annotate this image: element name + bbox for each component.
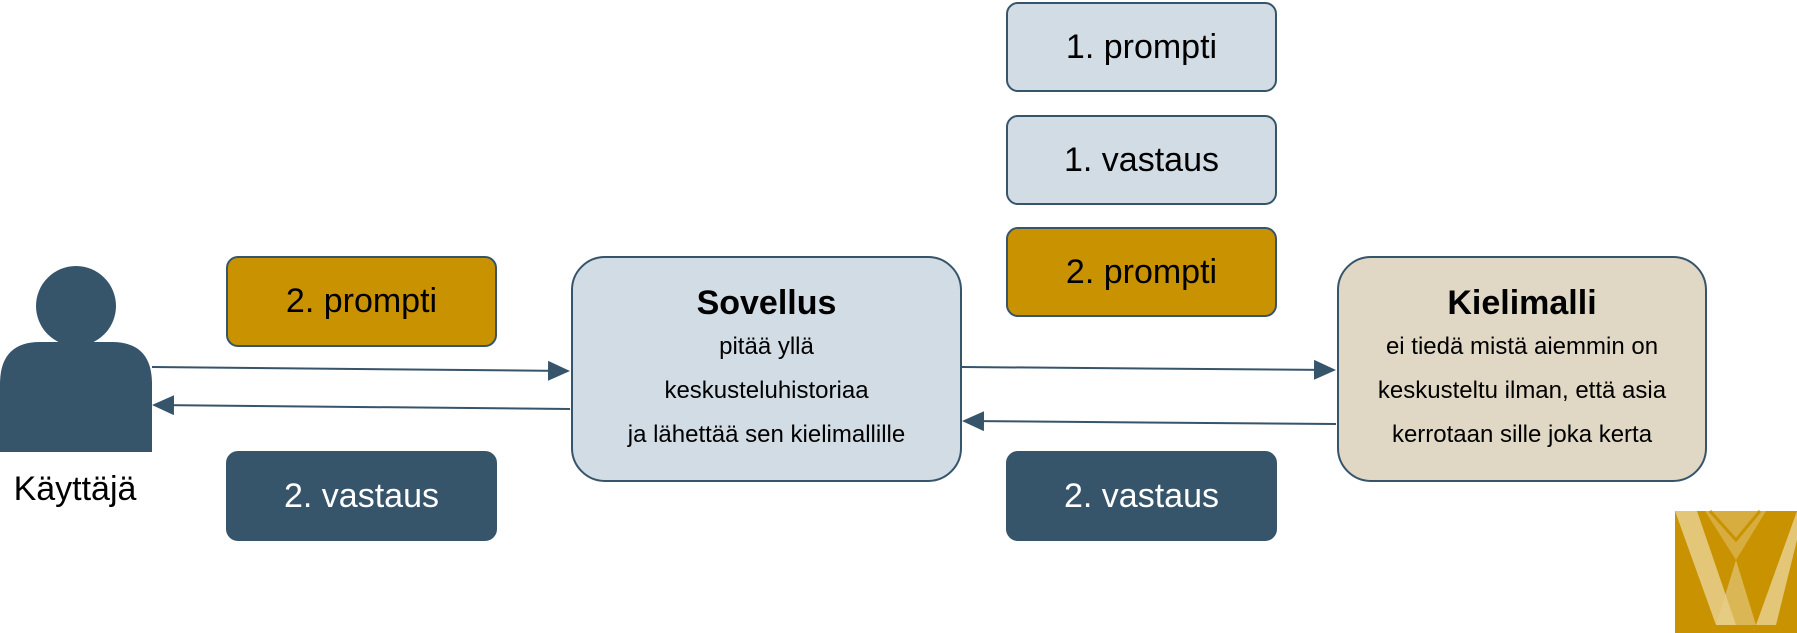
app-node: Sovellus pitää yllä keskusteluhistoriaa … — [571, 256, 962, 482]
app-line: ja lähettää sen kielimallille — [627, 421, 906, 448]
model-title: Kielimalli — [1447, 284, 1597, 322]
left-prompt-chip: 2. prompti — [226, 256, 497, 347]
app-line: pitää yllä — [719, 333, 814, 360]
person-icon — [0, 266, 152, 452]
history-prompt2-chip: 2. prompti — [1006, 227, 1277, 317]
w-logo-icon — [1675, 509, 1797, 633]
app-title: Sovellus — [696, 284, 837, 322]
arrow-user-to-app — [151, 360, 570, 381]
arrow-app-to-model — [961, 359, 1336, 380]
left-response-label: 2. vastaus — [284, 476, 439, 515]
left-prompt-label: 2. prompti — [285, 282, 438, 320]
left-response-chip: 2. vastaus — [226, 451, 497, 541]
model-line: keskusteltu ilman, että asia — [1377, 377, 1667, 404]
model-node: Kielimalli ei tiedä mistä aiemmin on kes… — [1337, 256, 1707, 482]
model-line: kerrotaan sille joka kerta — [1391, 421, 1653, 448]
history-prompt1-label: 1. prompti — [1065, 27, 1218, 66]
app-line: keskusteluhistoriaa — [664, 377, 869, 404]
user-label: Käyttäjä — [13, 470, 137, 508]
arrow-app-to-user — [152, 395, 571, 416]
arrow-model-to-app — [962, 411, 1337, 432]
right-response-chip: 2. vastaus — [1006, 451, 1277, 541]
model-line: ei tiedä mistä aiemmin on — [1385, 333, 1659, 360]
right-response-label: 2. vastaus — [1064, 476, 1219, 515]
history-prompt2-label: 2. prompti — [1065, 252, 1218, 291]
history-prompt1-chip: 1. prompti — [1006, 2, 1277, 92]
history-response1-label: 1. vastaus — [1064, 140, 1219, 179]
history-response1-chip: 1. vastaus — [1006, 115, 1277, 205]
